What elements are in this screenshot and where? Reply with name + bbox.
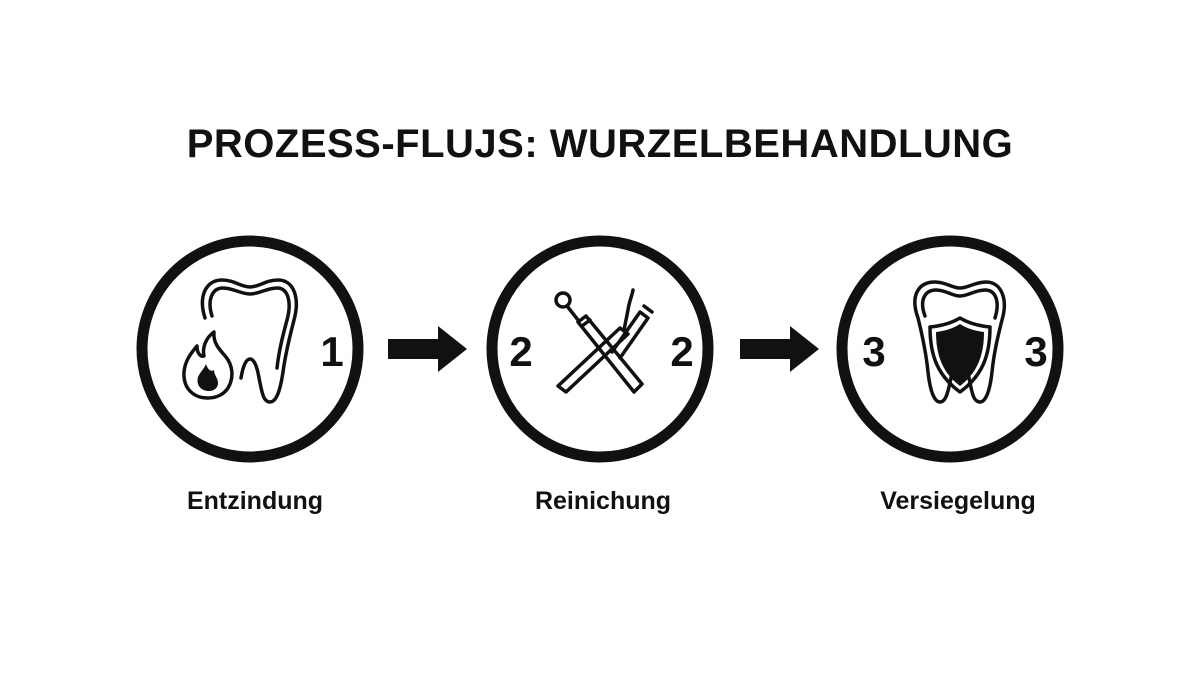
step-3-circle <box>836 235 1064 463</box>
shield-icon <box>936 324 984 386</box>
page-title: PROZESS-FLUJS: WURZELBEHANDLUNG <box>186 122 1014 166</box>
step-1-circle <box>136 235 364 463</box>
arrow-right-icon <box>740 326 819 372</box>
step-2-label: Reinichung <box>534 487 672 515</box>
inflamed-tooth-icon <box>182 278 299 404</box>
step-1: 1 <box>136 235 364 463</box>
step-2: 2 2 <box>486 235 714 463</box>
step-3-number-right: 3 <box>1024 328 1047 375</box>
step-1-label: Entzindung <box>186 487 324 515</box>
step-1-number: 1 <box>320 328 343 375</box>
flame-core-icon <box>197 364 218 391</box>
step-2-number-left: 2 <box>509 328 532 375</box>
step-2-number-right: 2 <box>670 328 693 375</box>
arrow-right-icon <box>388 326 467 372</box>
step-3-label: Versiegelung <box>880 487 1036 515</box>
step-3-number-left: 3 <box>862 328 885 375</box>
shielded-tooth-icon <box>913 280 1007 404</box>
step-2-circle <box>486 235 714 463</box>
step-3: 3 3 <box>836 235 1064 463</box>
dental-instruments-icon <box>554 288 654 394</box>
